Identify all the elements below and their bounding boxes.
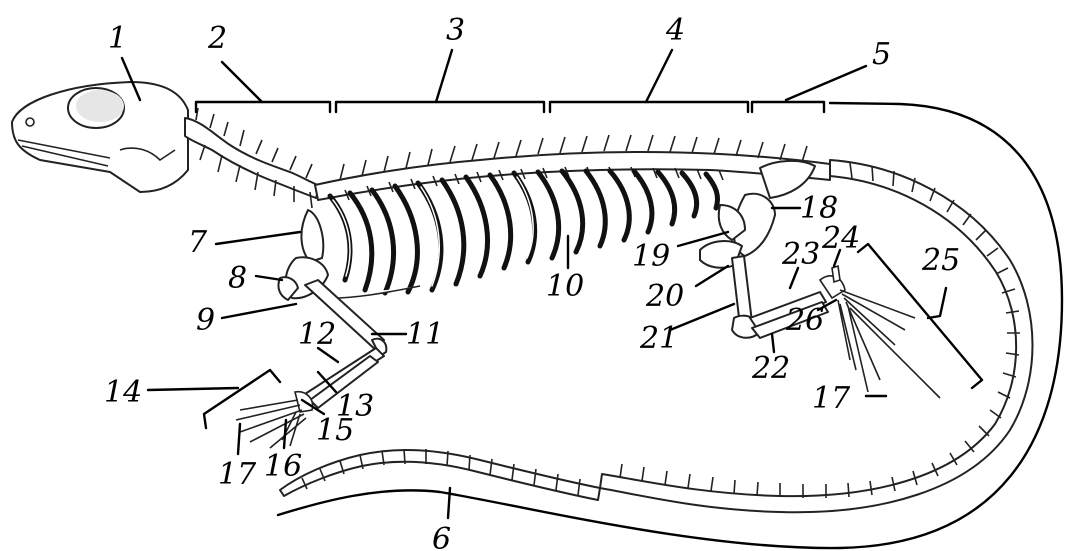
leader-22 bbox=[772, 334, 774, 352]
label-20: 20 bbox=[645, 279, 684, 314]
leader-8 bbox=[256, 276, 282, 280]
leader-3 bbox=[436, 50, 452, 102]
leader-9 bbox=[222, 304, 296, 318]
leader-17a bbox=[238, 424, 240, 454]
leader-5 bbox=[786, 66, 866, 100]
leader-2 bbox=[222, 62, 262, 102]
label-8: 8 bbox=[228, 261, 247, 296]
label-24: 24 bbox=[821, 221, 860, 256]
leader-20 bbox=[696, 266, 728, 286]
label-16: 16 bbox=[264, 449, 302, 484]
label-12: 12 bbox=[298, 317, 336, 352]
label-4: 4 bbox=[665, 13, 685, 48]
bracket-5 bbox=[752, 102, 824, 112]
label-2: 2 bbox=[207, 21, 227, 56]
label-7: 7 bbox=[188, 225, 208, 260]
leader-7 bbox=[216, 232, 300, 244]
label-5: 5 bbox=[872, 37, 891, 72]
leader-4 bbox=[646, 50, 672, 102]
label-11: 11 bbox=[406, 317, 444, 352]
label-19: 19 bbox=[632, 239, 670, 274]
label-10: 10 bbox=[546, 269, 584, 304]
label-3: 3 bbox=[446, 13, 465, 48]
bracket-25 bbox=[858, 244, 982, 388]
label-1: 1 bbox=[108, 21, 127, 56]
label-26: 26 bbox=[785, 303, 824, 338]
leader-25 bbox=[928, 288, 946, 318]
leader-14 bbox=[148, 388, 238, 390]
label-9: 9 bbox=[196, 303, 215, 338]
skull bbox=[12, 82, 188, 192]
label-14: 14 bbox=[104, 375, 142, 410]
label-25: 25 bbox=[921, 243, 960, 278]
label-6: 6 bbox=[432, 522, 451, 551]
label-22: 22 bbox=[751, 351, 790, 386]
label-17a: 17 bbox=[218, 457, 257, 492]
cervical-vertebrae bbox=[185, 108, 320, 208]
label-15: 15 bbox=[316, 413, 354, 448]
bracket-3 bbox=[336, 102, 544, 112]
label-23: 23 bbox=[781, 237, 820, 272]
bracket-4 bbox=[550, 102, 748, 112]
ribs bbox=[330, 171, 718, 293]
bracket-2 bbox=[196, 102, 330, 112]
label-21: 21 bbox=[639, 321, 678, 356]
label-17b: 17 bbox=[812, 381, 851, 416]
